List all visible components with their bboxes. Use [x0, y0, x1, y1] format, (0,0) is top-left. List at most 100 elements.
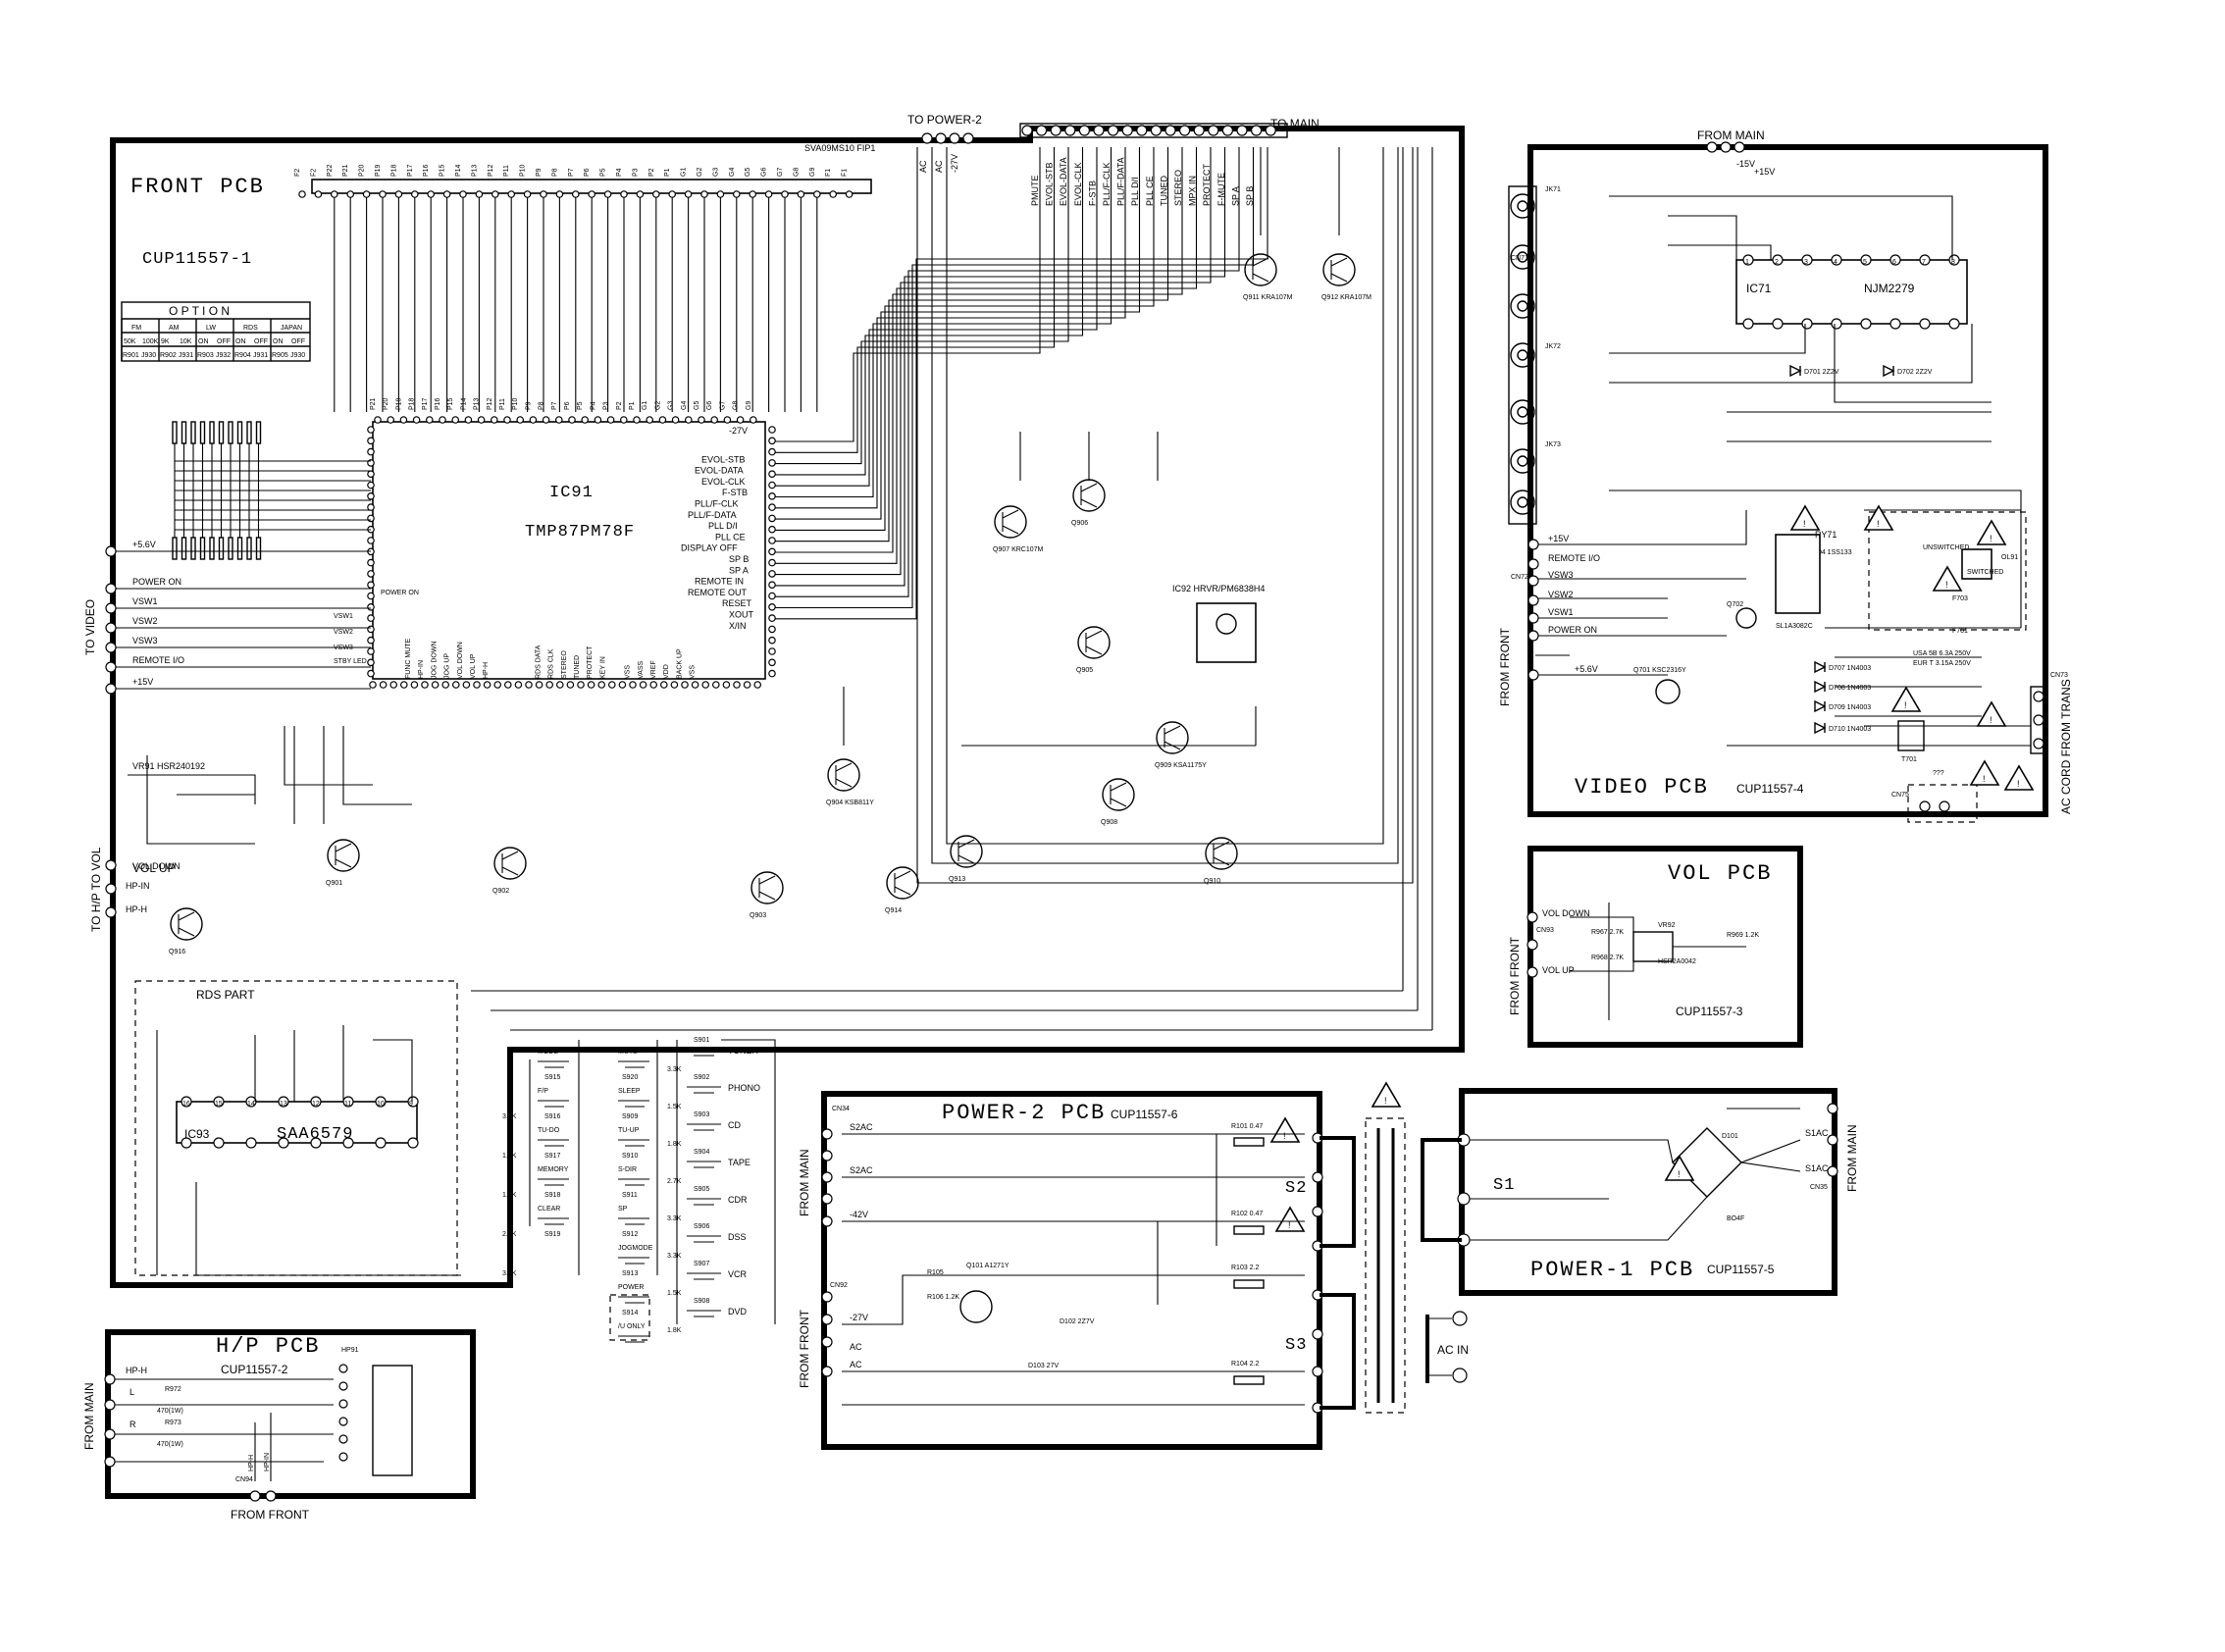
- transistor: [1077, 626, 1111, 659]
- fip-pin: [620, 190, 628, 198]
- fip-pin: [781, 190, 789, 198]
- switch-label: TU-DO: [538, 1127, 560, 1134]
- video-pcb-code: CUP11557-4: [1736, 782, 1804, 796]
- top-connector-label: STEREO: [1173, 170, 1183, 206]
- ic71-top-pin: [1742, 254, 1754, 266]
- power2-code: CUP11557-6: [1111, 1108, 1178, 1121]
- s1ac-b: S1AC: [1805, 1163, 1829, 1173]
- video-connector-pin: [105, 622, 117, 634]
- power1-title: POWER-1 PCB: [1530, 1258, 1694, 1282]
- power2-part: R101 0.47: [1231, 1123, 1263, 1130]
- power2-title: POWER-2 PCB: [942, 1101, 1106, 1125]
- ic91-left-pin: [367, 558, 375, 567]
- warning-icon: !: [1269, 1116, 1301, 1143]
- warning-mark: !: [1904, 700, 1907, 710]
- power2-part: R106 1.2K: [927, 1294, 959, 1301]
- video-left-label: +5.6V: [1575, 664, 1598, 674]
- function-key-label: DVD: [728, 1307, 748, 1316]
- fip-pin-label: P5: [600, 168, 607, 177]
- top-connector-pin: [1164, 125, 1176, 136]
- hp-pcb: H/P PCB CUP11557-2 HP-H L R R972 470(1W)…: [82, 1329, 476, 1522]
- ic91-right-label: DISPLAY OFF: [681, 543, 738, 553]
- ic91-right-label: REMOTE IN: [695, 577, 744, 587]
- q701-label: Q701 KSC2316Y: [1633, 667, 1686, 674]
- video-left-pin: [1527, 612, 1539, 624]
- outlet-label: OL91: [2001, 554, 2018, 561]
- ic91-top-pin: [542, 416, 550, 424]
- ic71-top-pin: [1860, 254, 1872, 266]
- top-connector-pin: [1107, 125, 1119, 136]
- ic91-top-pin-label: G2: [654, 401, 661, 410]
- diode: [1814, 660, 1827, 674]
- hp-vol-connector-pin: [105, 883, 117, 895]
- option-value: OFF: [254, 338, 268, 345]
- fip-pin: [442, 190, 451, 198]
- transistor: [327, 839, 360, 872]
- vol-connector-pin: [1526, 911, 1538, 923]
- option-value: 10K: [180, 338, 192, 345]
- warning-mark: !: [1990, 715, 1992, 725]
- top-connector-label: PLL CE: [1145, 176, 1155, 206]
- ic91-right-pin: [768, 592, 776, 600]
- ic91-left-pin: [367, 437, 375, 445]
- video-right-pin: [2033, 691, 2044, 702]
- to-main-top-label: TO MAIN: [1270, 117, 1319, 130]
- rca-jack: [1510, 293, 1535, 319]
- eur-fuse: EUR T 3.15A 250V: [1913, 660, 1971, 667]
- power2-connector-pin: [949, 132, 960, 144]
- option-ref: J930: [141, 352, 156, 359]
- ic71-pin-number: 2: [1775, 259, 1779, 266]
- ic91-left-pin: [367, 470, 375, 479]
- power1-cn: CN35: [1810, 1184, 1828, 1191]
- outlet-ol91: [1961, 548, 1992, 580]
- ic91-bottom-pin: [410, 681, 419, 689]
- option-ref: R904: [234, 352, 251, 359]
- ic91-bottom-pin: [431, 681, 440, 689]
- bus-line: [775, 147, 1240, 597]
- ic91-left-pin: [367, 491, 375, 500]
- switch-label: S-DIR: [618, 1166, 637, 1173]
- ic91-right-pin: [768, 470, 776, 479]
- switch-label: MODE: [538, 1049, 558, 1056]
- rca-jack: [1510, 193, 1535, 219]
- fip-pin: [700, 190, 708, 198]
- from-front-p2: FROM FRONT: [798, 1309, 811, 1388]
- power2-right-pin: [1312, 1171, 1323, 1183]
- ic91-right-pin: [768, 614, 776, 622]
- ic91-bottom-pin: [514, 681, 523, 689]
- hp-label-r: R: [129, 1420, 136, 1429]
- video-connector-pin: [105, 642, 117, 653]
- resistor-value: 3.3K: [502, 1270, 517, 1277]
- ic91-left-pin: [367, 636, 375, 645]
- ic91-bottom-label: VDD: [663, 664, 670, 679]
- ic91-top-pin: [439, 416, 446, 424]
- warning-mark: !: [1384, 1096, 1387, 1106]
- to-hp-vol-label: TO H/P TO VOL: [89, 847, 103, 932]
- ic91-bottom-pin: [389, 681, 398, 689]
- switch: [538, 1060, 569, 1068]
- ic91-right-pin: [768, 459, 776, 467]
- ic91-top-pin: [633, 416, 641, 424]
- fip-pin-label: P19: [375, 164, 382, 177]
- ic91-left-pin: [367, 614, 375, 622]
- vol-pcb-title: VOL PCB: [1668, 861, 1772, 886]
- ic91-top-pin-label: P3: [603, 401, 610, 410]
- video-plus15: +15V: [1754, 167, 1775, 177]
- function-key-label: CD: [728, 1120, 741, 1130]
- ic91-top-pin-label: P17: [422, 397, 429, 410]
- q701-transistor: [1655, 679, 1681, 704]
- ic91-part: TMP87PM78F: [525, 523, 635, 542]
- transistor-label: Q914: [885, 907, 902, 914]
- bus-line: [775, 147, 1183, 553]
- switch-label: /U ONLY: [618, 1323, 646, 1330]
- front-left-label: VSW3: [132, 636, 158, 645]
- transistor-label: Q908: [1101, 819, 1117, 826]
- ic93-top-pin: [245, 1096, 257, 1108]
- diode-label: D702 2Z2V: [1897, 369, 1933, 376]
- ic91-right-label: SP A: [729, 565, 749, 575]
- fip-pin: [314, 190, 323, 198]
- hp-jack-label: HP91: [341, 1347, 359, 1354]
- ic91-top-pin-label: P5: [577, 401, 584, 410]
- transistor: [1072, 479, 1106, 512]
- fip-pin: [588, 190, 596, 198]
